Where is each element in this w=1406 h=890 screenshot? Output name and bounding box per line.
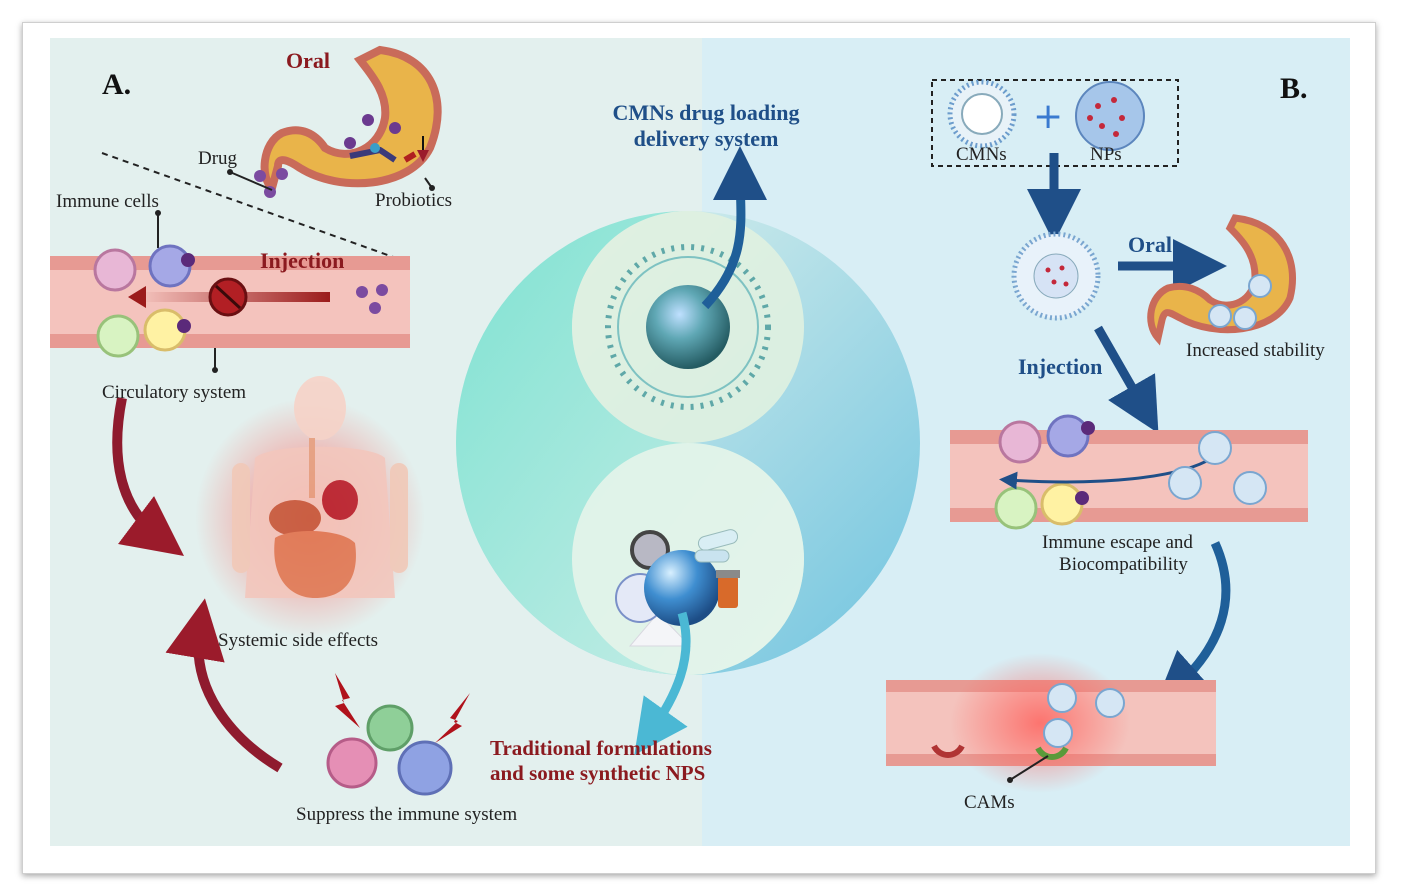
drug-particle: [254, 170, 266, 182]
cams-label: CAMs: [964, 792, 1015, 813]
right-injection-label: Injection: [1018, 354, 1103, 379]
traditional-line1: Traditional formulations: [490, 736, 712, 760]
diagram-canvas: +: [50, 38, 1350, 846]
immune-cell: [994, 486, 1038, 530]
cmns-system-line2: delivery system: [633, 126, 779, 151]
lightning-icon: [335, 673, 360, 728]
cmns-arrow: [701, 146, 768, 310]
immune-escape-label: Immune escape and Biocompatibility: [1042, 532, 1193, 576]
cmns-system-line1: CMNs drug loading: [612, 100, 800, 125]
injection-arrow: [1094, 325, 1159, 434]
probiotics-label: Probiotics: [375, 190, 453, 211]
immune-escape-line1: Immune escape and: [1042, 532, 1193, 553]
left-curve-arrow-down: [112, 397, 184, 557]
systemic-side-effects-label: Systemic side effects: [218, 630, 379, 651]
immune-escape-line2: Biocompatibility: [1059, 554, 1188, 575]
immune-cell: [93, 248, 137, 292]
cmns-label: CMNs: [956, 144, 1007, 165]
immune-cell: [1046, 414, 1090, 458]
immune-cell: [148, 244, 192, 288]
curve-arrow-right: [1154, 541, 1231, 706]
circulatory-system-label: Circulatory system: [102, 382, 247, 403]
traditional-arrow: [634, 611, 691, 755]
nps-label: NPs: [1090, 144, 1122, 165]
np-icon: [1075, 81, 1145, 151]
immune-cell: [998, 420, 1042, 464]
left-oral-label: Oral: [286, 48, 330, 73]
panel-label-a: A.: [102, 68, 132, 101]
stomach-icon: [260, 45, 442, 196]
immune-cell: [96, 314, 140, 358]
traditional-formulations-label: Traditional formulations and some synthe…: [490, 736, 712, 786]
drug-particle: [276, 168, 288, 180]
traditional-line2: and some synthetic NPS: [490, 761, 706, 785]
traditional-formulation-icon: [615, 529, 740, 647]
drug-label: Drug: [198, 148, 238, 169]
immune-cell: [1040, 482, 1084, 526]
left-curve-arrow-up: [165, 598, 283, 773]
human-body-icon: [232, 376, 408, 598]
drug-leader: [229, 171, 273, 191]
immune-cells-label: Immune cells: [56, 191, 159, 212]
drug-particle: [264, 186, 276, 198]
plus-icon: +: [1033, 96, 1063, 137]
suppress-immune-label: Suppress the immune system: [296, 804, 518, 825]
panel-label-b: B.: [1280, 72, 1308, 105]
right-oral-label: Oral: [1128, 232, 1172, 257]
diagram-graphics: +: [50, 38, 1350, 846]
suppressed-immune-cells-icon: [326, 673, 470, 796]
stomach-icon-right: [1147, 214, 1297, 346]
blood-vessel-target: [886, 653, 1216, 793]
lightning-icon: [435, 693, 470, 743]
left-injection-label: Injection: [260, 248, 345, 273]
increased-stability-label: Increased stability: [1186, 340, 1325, 361]
